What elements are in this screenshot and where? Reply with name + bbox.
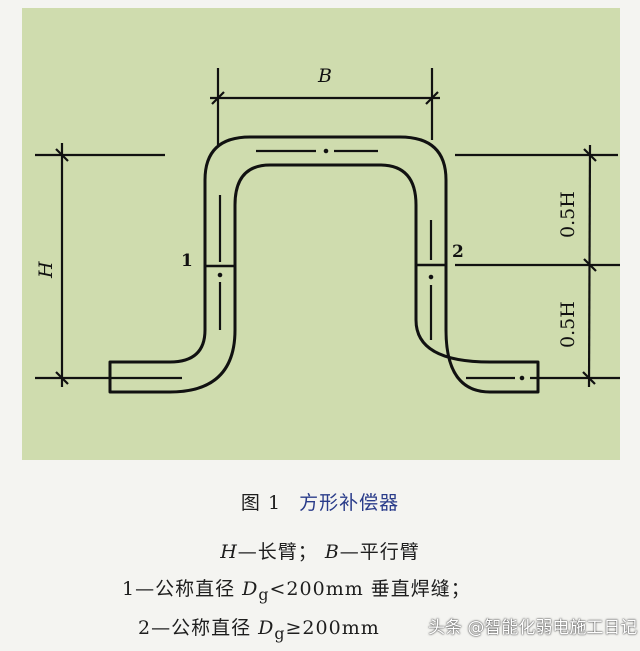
watermark: 头条 @智能化弱电施工日记 bbox=[428, 618, 638, 638]
legend-line-weld-1: 1—公称直径 Dg<200mm 垂直焊缝； bbox=[122, 574, 640, 604]
legend-b-text: —平行臂 bbox=[339, 541, 420, 563]
square-expansion-joint-diagram: B H 0.5H 0.5H 1 2 bbox=[35, 65, 620, 394]
label-h: H bbox=[35, 261, 57, 279]
legend-2-symbol: D bbox=[258, 617, 275, 639]
label-weld-2: 2 bbox=[452, 242, 464, 262]
label-half-h-upper: 0.5H bbox=[557, 191, 579, 238]
label-weld-1: 1 bbox=[181, 251, 193, 271]
legend-2-subscript: g bbox=[274, 623, 286, 643]
legend-1-subscript: g bbox=[258, 584, 270, 604]
label-b: B bbox=[317, 65, 332, 87]
legend-h-symbol: H bbox=[220, 541, 238, 563]
legend-h-text: —长臂； bbox=[237, 541, 318, 563]
figure-caption: 图 1 方形补偿器 bbox=[0, 488, 640, 515]
legend-2-suffix: ≥200mm bbox=[285, 617, 380, 639]
legend-b-symbol: B bbox=[324, 541, 340, 563]
diagram-panel bbox=[22, 8, 620, 460]
pipe-outer-contour bbox=[108, 135, 540, 394]
figure-number: 图 1 bbox=[240, 492, 282, 514]
label-half-h-lower: 0.5H bbox=[557, 301, 579, 348]
legend-line-weld-2: 2—公称直径 Dg≥200mm bbox=[138, 613, 640, 643]
legend-1-symbol: D bbox=[242, 578, 259, 600]
legend-2-prefix: 2—公称直径 bbox=[138, 617, 259, 639]
legend-1-prefix: 1—公称直径 bbox=[122, 578, 243, 600]
legend-1-suffix: <200mm 垂直焊缝； bbox=[269, 578, 471, 600]
legend-line-arms: H—长臂； B—平行臂 bbox=[0, 537, 640, 564]
figure-title: 方形补偿器 bbox=[299, 492, 400, 514]
